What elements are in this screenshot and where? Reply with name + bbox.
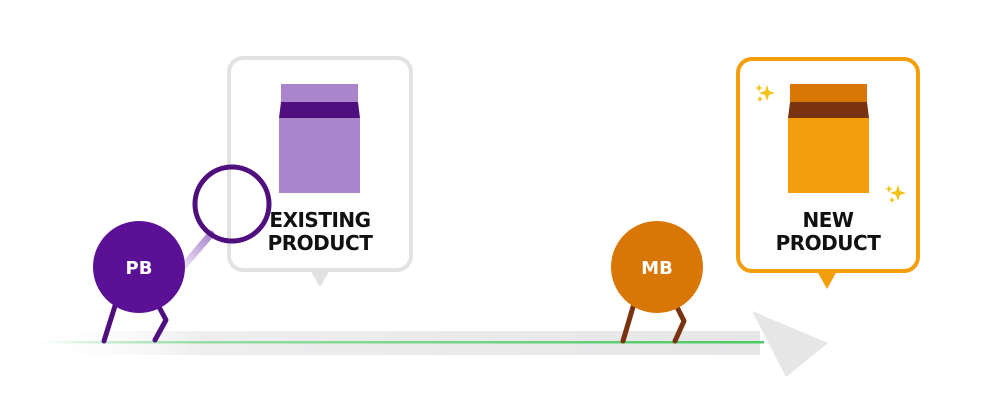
sparkle-icon xyxy=(755,84,775,102)
magnifying-glass-icon xyxy=(178,164,272,272)
timeline-arrow xyxy=(20,311,828,377)
new-label-line1: NEW xyxy=(803,208,854,232)
pb-character: PB xyxy=(93,221,185,344)
new-label-line2: PRODUCT xyxy=(776,231,882,255)
product-box-icon xyxy=(788,84,869,193)
mb-avatar xyxy=(611,221,703,313)
existing-label-line1: EXISTING xyxy=(269,208,370,232)
new-product-card: NEW PRODUCT xyxy=(736,57,920,289)
card-pointer xyxy=(817,271,837,289)
card-pointer xyxy=(310,270,330,287)
progress-line xyxy=(40,341,764,344)
existing-product-card: EXISTING PRODUCT xyxy=(227,56,413,287)
speed-lines-icon xyxy=(574,318,614,336)
mb-character: MB xyxy=(611,221,703,344)
product-box-icon xyxy=(279,84,360,193)
sparkle-icon xyxy=(885,185,906,203)
pb-label: PB xyxy=(126,258,153,279)
mb-label: MB xyxy=(641,258,673,279)
pb-avatar xyxy=(93,221,185,313)
existing-label-line2: PRODUCT xyxy=(268,231,374,255)
